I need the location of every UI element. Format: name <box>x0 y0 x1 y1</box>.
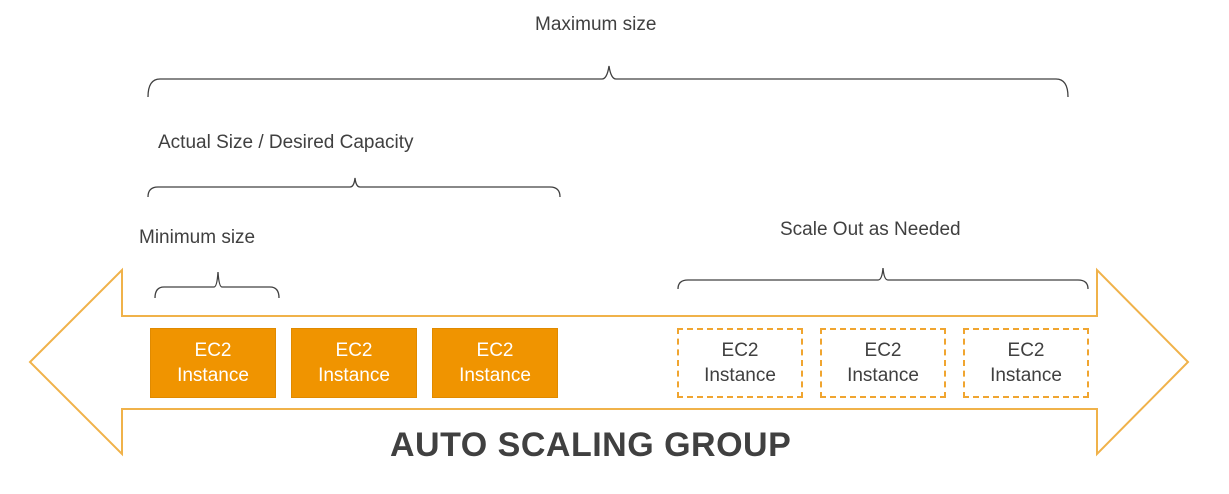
scale-out-brace <box>677 267 1089 290</box>
instance-type: EC2 <box>335 340 373 361</box>
instance-type: EC2 <box>476 340 514 361</box>
double-arrow-shape <box>28 267 1190 457</box>
instance-type: EC2 <box>194 340 232 361</box>
instance-type: EC2 <box>1007 340 1045 361</box>
instance-type: EC2 <box>864 340 902 361</box>
group-title: AUTO SCALING GROUP <box>390 426 792 464</box>
maximum-size-brace <box>147 65 1069 98</box>
ec2-instance-running: EC2 Instance <box>291 328 417 398</box>
instance-word: Instance <box>990 365 1062 386</box>
instance-word: Instance <box>847 365 919 386</box>
ec2-instance-running: EC2 Instance <box>432 328 558 398</box>
minimum-size-label: Minimum size <box>139 227 256 248</box>
maximum-size-label: Maximum size <box>535 14 657 35</box>
desired-capacity-brace <box>147 177 561 198</box>
instance-word: Instance <box>318 365 390 386</box>
instance-type: EC2 <box>721 340 759 361</box>
instance-word: Instance <box>704 365 776 386</box>
scale-out-label: Scale Out as Needed <box>780 219 961 240</box>
ec2-instance-running: EC2 Instance <box>150 328 276 398</box>
instance-word: Instance <box>177 365 249 386</box>
ec2-instance-potential: EC2 Instance <box>677 328 803 398</box>
instance-word: Instance <box>459 365 531 386</box>
desired-capacity-label: Actual Size / Desired Capacity <box>158 132 414 153</box>
ec2-instance-potential: EC2 Instance <box>963 328 1089 398</box>
ec2-instance-potential: EC2 Instance <box>820 328 946 398</box>
minimum-size-brace <box>154 271 280 299</box>
